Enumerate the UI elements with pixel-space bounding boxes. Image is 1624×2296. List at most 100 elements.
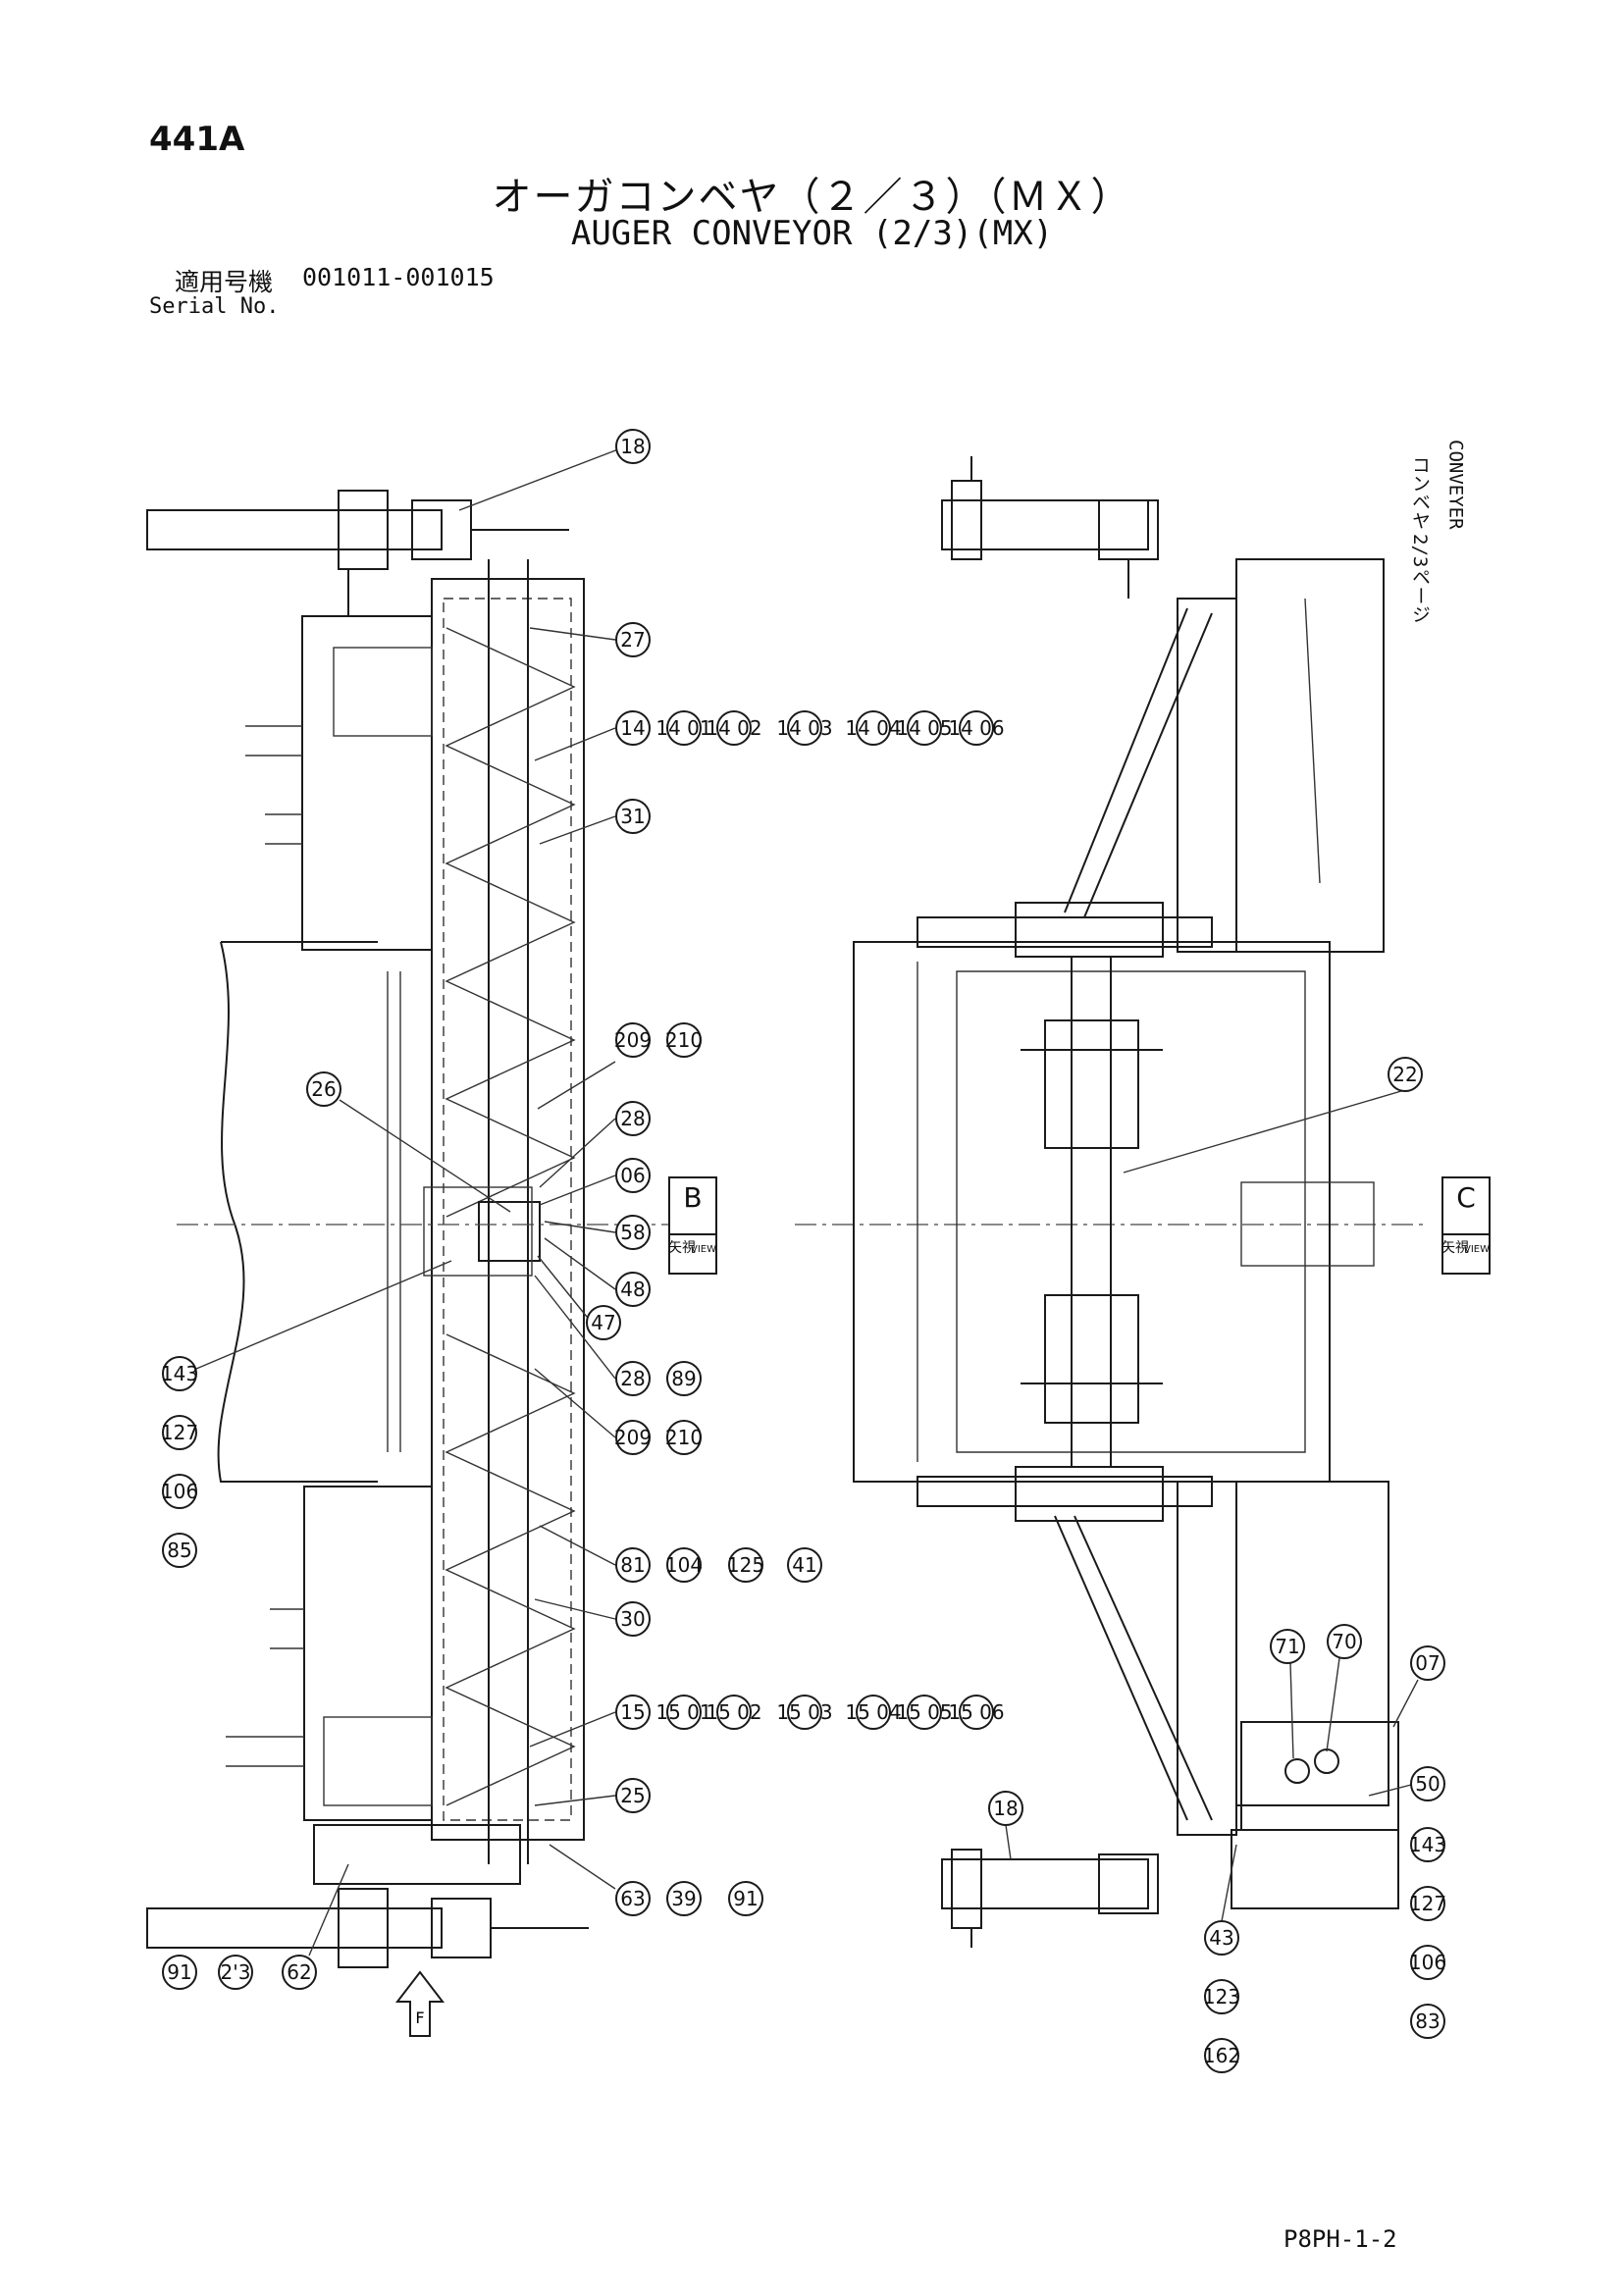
lower-arm bbox=[146, 1907, 443, 1949]
upper-arm-joint bbox=[338, 490, 389, 570]
callout-28b: 28 bbox=[615, 1361, 651, 1396]
hopper-inner-wall bbox=[387, 971, 401, 1452]
side-plate bbox=[1240, 1181, 1375, 1267]
callout-89: 89 bbox=[666, 1361, 702, 1396]
callout-18a: 18 bbox=[615, 429, 651, 464]
callout-83: 83 bbox=[1410, 2004, 1445, 2039]
callout-48: 48 bbox=[615, 1272, 651, 1307]
side-note: コンベヤ CONVEYER 2/3ページ bbox=[1405, 440, 1493, 627]
callout-15-02: 15 02 bbox=[706, 1695, 762, 1730]
right-lower-arm-clamp bbox=[1098, 1853, 1159, 1914]
callout-85: 85 bbox=[162, 1533, 197, 1568]
lower-column bbox=[1177, 1481, 1237, 1836]
leader-81 bbox=[539, 1525, 616, 1566]
leader-209a bbox=[537, 1061, 616, 1110]
callout-106a: 106 bbox=[161, 1474, 198, 1509]
serial-label-japanese: 適用号機 bbox=[175, 268, 274, 296]
upper-housing-cable bbox=[1304, 598, 1321, 884]
svg-text:15 06: 15 06 bbox=[948, 1700, 1004, 1724]
hopper-left-edge bbox=[217, 941, 378, 1483]
callout-58: 58 bbox=[615, 1215, 651, 1250]
callout-39: 39 bbox=[666, 1881, 702, 1916]
svg-text:28: 28 bbox=[620, 1367, 645, 1390]
callout-14-04: 14 04 bbox=[845, 710, 902, 746]
right-lower-arm bbox=[941, 1858, 1149, 1909]
callout-14-01: 14 01 bbox=[655, 710, 712, 746]
svg-text:106: 106 bbox=[161, 1480, 198, 1503]
svg-text:31: 31 bbox=[620, 805, 645, 828]
svg-text:22: 22 bbox=[1392, 1063, 1417, 1086]
view-c-jp: 矢視 bbox=[1441, 1240, 1469, 1256]
svg-text:15 05: 15 05 bbox=[896, 1700, 952, 1724]
main-frame-inner bbox=[956, 970, 1306, 1453]
callout-07: 07 bbox=[1410, 1645, 1445, 1681]
callout-15: 15 bbox=[615, 1695, 651, 1730]
svg-text:06: 06 bbox=[620, 1164, 645, 1187]
leader-71 bbox=[1289, 1662, 1294, 1759]
page-title-japanese: オーガコンベヤ（２／３）（ＭＸ） bbox=[492, 175, 1132, 220]
trough-hidden-line bbox=[443, 598, 572, 1821]
leader-43 bbox=[1221, 1844, 1237, 1922]
right-upper-arm-end bbox=[951, 480, 982, 560]
svg-text:209: 209 bbox=[614, 1028, 652, 1052]
lower-cross-member bbox=[917, 1476, 1213, 1507]
lower-auger-flights bbox=[445, 1333, 576, 1806]
callout-22: 22 bbox=[1388, 1057, 1423, 1092]
leader-28b bbox=[534, 1275, 616, 1380]
upper-housing bbox=[301, 615, 433, 951]
svg-text:71: 71 bbox=[1275, 1635, 1299, 1658]
svg-text:2'3: 2'3 bbox=[221, 1960, 251, 1984]
svg-text:18: 18 bbox=[620, 435, 645, 458]
svg-text:210: 210 bbox=[665, 1028, 703, 1052]
drive-motor-block bbox=[313, 1824, 521, 1885]
svg-text:210: 210 bbox=[665, 1426, 703, 1449]
callout-15-03: 15 03 bbox=[776, 1695, 833, 1730]
view-c-en: VIEW bbox=[1464, 1244, 1490, 1255]
callout-30: 30 bbox=[615, 1601, 651, 1637]
upper-brace-1 bbox=[1064, 607, 1188, 913]
callout-06: 06 bbox=[615, 1158, 651, 1193]
callout-14-05: 14 05 bbox=[896, 710, 953, 746]
callout-125: 125 bbox=[727, 1547, 764, 1583]
svg-text:14 02: 14 02 bbox=[706, 716, 761, 740]
callout-14-06: 14 06 bbox=[948, 710, 1005, 746]
callout-25: 25 bbox=[615, 1778, 651, 1813]
svg-text:62: 62 bbox=[287, 1960, 311, 1984]
lower-housing-plate bbox=[323, 1716, 433, 1806]
svg-text:15 04: 15 04 bbox=[845, 1700, 901, 1724]
center-bracket bbox=[423, 1186, 533, 1277]
svg-text:15 03: 15 03 bbox=[776, 1700, 832, 1724]
callout-127b: 127 bbox=[1409, 1886, 1446, 1921]
callout-15-01: 15 01 bbox=[655, 1695, 712, 1730]
center-coupling bbox=[478, 1201, 541, 1262]
callout-210b: 210 bbox=[665, 1420, 703, 1455]
leader-30 bbox=[534, 1598, 616, 1620]
callout-15-05: 15 05 bbox=[896, 1695, 953, 1730]
leader-06 bbox=[539, 1174, 616, 1206]
leader-15 bbox=[529, 1711, 616, 1748]
leader-48 bbox=[544, 1237, 616, 1290]
right-view-frame bbox=[853, 456, 1399, 1948]
leader-31 bbox=[539, 815, 616, 845]
view-b-letter: B bbox=[683, 1181, 702, 1214]
side-note-line-2: CONVEYER bbox=[1444, 440, 1467, 530]
upper-coupling bbox=[1044, 1019, 1139, 1149]
page-title-english: AUGER CONVEYOR (2/3)(MX) bbox=[570, 214, 1054, 253]
right-lower-arm-end bbox=[951, 1849, 982, 1929]
callout-127a: 127 bbox=[161, 1415, 198, 1450]
forward-arrow-label: F bbox=[415, 2009, 424, 2027]
callout-28a: 28 bbox=[615, 1101, 651, 1136]
left-view-frame bbox=[146, 490, 589, 1968]
side-note-line-3: 2/3ページ bbox=[1409, 533, 1431, 623]
svg-text:127: 127 bbox=[1409, 1892, 1446, 1915]
callout-18b: 18 bbox=[988, 1791, 1023, 1826]
leader-18a bbox=[458, 448, 619, 511]
svg-text:91: 91 bbox=[167, 1960, 191, 1984]
svg-text:143: 143 bbox=[161, 1362, 198, 1385]
svg-text:70: 70 bbox=[1332, 1630, 1356, 1653]
svg-text:14 03: 14 03 bbox=[776, 716, 832, 740]
upper-housing-plate bbox=[333, 647, 433, 737]
callout-104: 104 bbox=[665, 1547, 703, 1583]
svg-text:89: 89 bbox=[671, 1367, 696, 1390]
